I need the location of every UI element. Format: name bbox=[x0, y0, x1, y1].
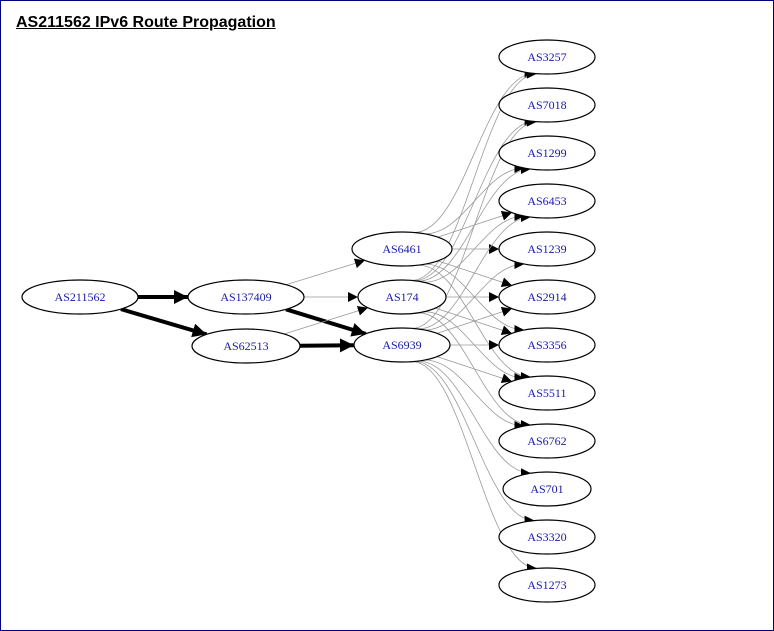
node-ellipse bbox=[498, 231, 596, 267]
node-as62513[interactable]: AS62513 bbox=[191, 328, 301, 364]
edge-as137409-to-as6939 bbox=[285, 307, 367, 337]
edge-as6939-to-as1273 bbox=[411, 361, 538, 574]
node-as6762[interactable]: AS6762 bbox=[498, 423, 596, 459]
node-as7018[interactable]: AS7018 bbox=[498, 87, 596, 123]
edge-as6939-to-as3320 bbox=[414, 361, 535, 526]
node-label: AS211562 bbox=[55, 290, 106, 304]
edges-layer bbox=[120, 68, 538, 574]
node-label: AS174 bbox=[385, 290, 418, 304]
node-as1239[interactable]: AS1239 bbox=[498, 231, 596, 267]
node-ellipse bbox=[498, 135, 596, 171]
edge-as6939-to-as701 bbox=[418, 360, 532, 479]
node-label: AS6453 bbox=[527, 194, 566, 208]
edge-as6939-to-as6453 bbox=[418, 212, 531, 330]
node-label: AS6461 bbox=[382, 242, 421, 256]
node-label: AS62513 bbox=[223, 339, 268, 353]
node-label: AS6939 bbox=[382, 338, 421, 352]
node-ellipse bbox=[498, 87, 596, 123]
node-ellipse bbox=[187, 279, 305, 315]
node-label: AS3257 bbox=[527, 50, 566, 64]
node-label: AS6762 bbox=[527, 434, 566, 448]
edge-as6461-to-as3257 bbox=[414, 68, 535, 233]
node-as3356[interactable]: AS3356 bbox=[498, 327, 596, 363]
node-label: AS1273 bbox=[527, 578, 566, 592]
edge-as174-to-as3257 bbox=[411, 68, 538, 281]
node-label: AS701 bbox=[530, 482, 563, 496]
node-label: AS5511 bbox=[528, 386, 567, 400]
edge-as62513-to-as174 bbox=[284, 305, 369, 335]
edge-as6939-to-as1239 bbox=[424, 259, 525, 331]
node-label: AS137409 bbox=[220, 290, 271, 304]
node-label: AS3320 bbox=[527, 530, 566, 544]
node-as1273[interactable]: AS1273 bbox=[498, 567, 596, 603]
node-label: AS1299 bbox=[527, 146, 566, 160]
node-as211562[interactable]: AS211562 bbox=[21, 279, 139, 315]
node-as6939[interactable]: AS6939 bbox=[353, 327, 451, 363]
node-ellipse bbox=[498, 327, 596, 363]
node-ellipse bbox=[502, 471, 592, 507]
edge-as174-to-as6453 bbox=[424, 211, 525, 283]
diagram-title: AS211562 IPv6 Route Propagation bbox=[16, 14, 276, 31]
node-ellipse bbox=[498, 183, 596, 219]
edge-as174-to-as3356 bbox=[435, 307, 513, 336]
edge-as137409-to-as6461 bbox=[285, 258, 366, 286]
node-label: AS1239 bbox=[527, 242, 566, 256]
node-as3320[interactable]: AS3320 bbox=[498, 519, 596, 555]
edge-as6939-to-as5511 bbox=[436, 356, 513, 383]
node-ellipse bbox=[191, 328, 301, 364]
node-ellipse bbox=[351, 231, 453, 267]
node-ellipse bbox=[498, 519, 596, 555]
node-label: AS7018 bbox=[527, 98, 566, 112]
node-as3257[interactable]: AS3257 bbox=[498, 39, 596, 75]
node-ellipse bbox=[353, 327, 451, 363]
node-as1299[interactable]: AS1299 bbox=[498, 135, 596, 171]
node-ellipse bbox=[498, 375, 596, 411]
node-as6453[interactable]: AS6453 bbox=[498, 183, 596, 219]
edge-as6939-to-as2914 bbox=[436, 307, 513, 334]
node-as174[interactable]: AS174 bbox=[357, 279, 447, 315]
node-as6461[interactable]: AS6461 bbox=[351, 231, 453, 267]
node-ellipse bbox=[21, 279, 139, 315]
node-as701[interactable]: AS701 bbox=[502, 471, 592, 507]
node-ellipse bbox=[498, 423, 596, 459]
edge-as6939-to-as7018 bbox=[411, 116, 538, 329]
node-ellipse bbox=[498, 279, 596, 315]
node-ellipse bbox=[498, 39, 596, 75]
edge-as6939-to-as6762 bbox=[424, 359, 525, 431]
node-label: AS3356 bbox=[527, 338, 566, 352]
node-label: AS2914 bbox=[527, 290, 566, 304]
node-ellipse bbox=[498, 567, 596, 603]
node-as5511[interactable]: AS5511 bbox=[498, 375, 596, 411]
node-as137409[interactable]: AS137409 bbox=[187, 279, 305, 315]
node-ellipse bbox=[357, 279, 447, 315]
edge-as211562-to-as62513 bbox=[120, 307, 208, 338]
node-as2914[interactable]: AS2914 bbox=[498, 279, 596, 315]
edge-as174-to-as7018 bbox=[414, 116, 535, 282]
